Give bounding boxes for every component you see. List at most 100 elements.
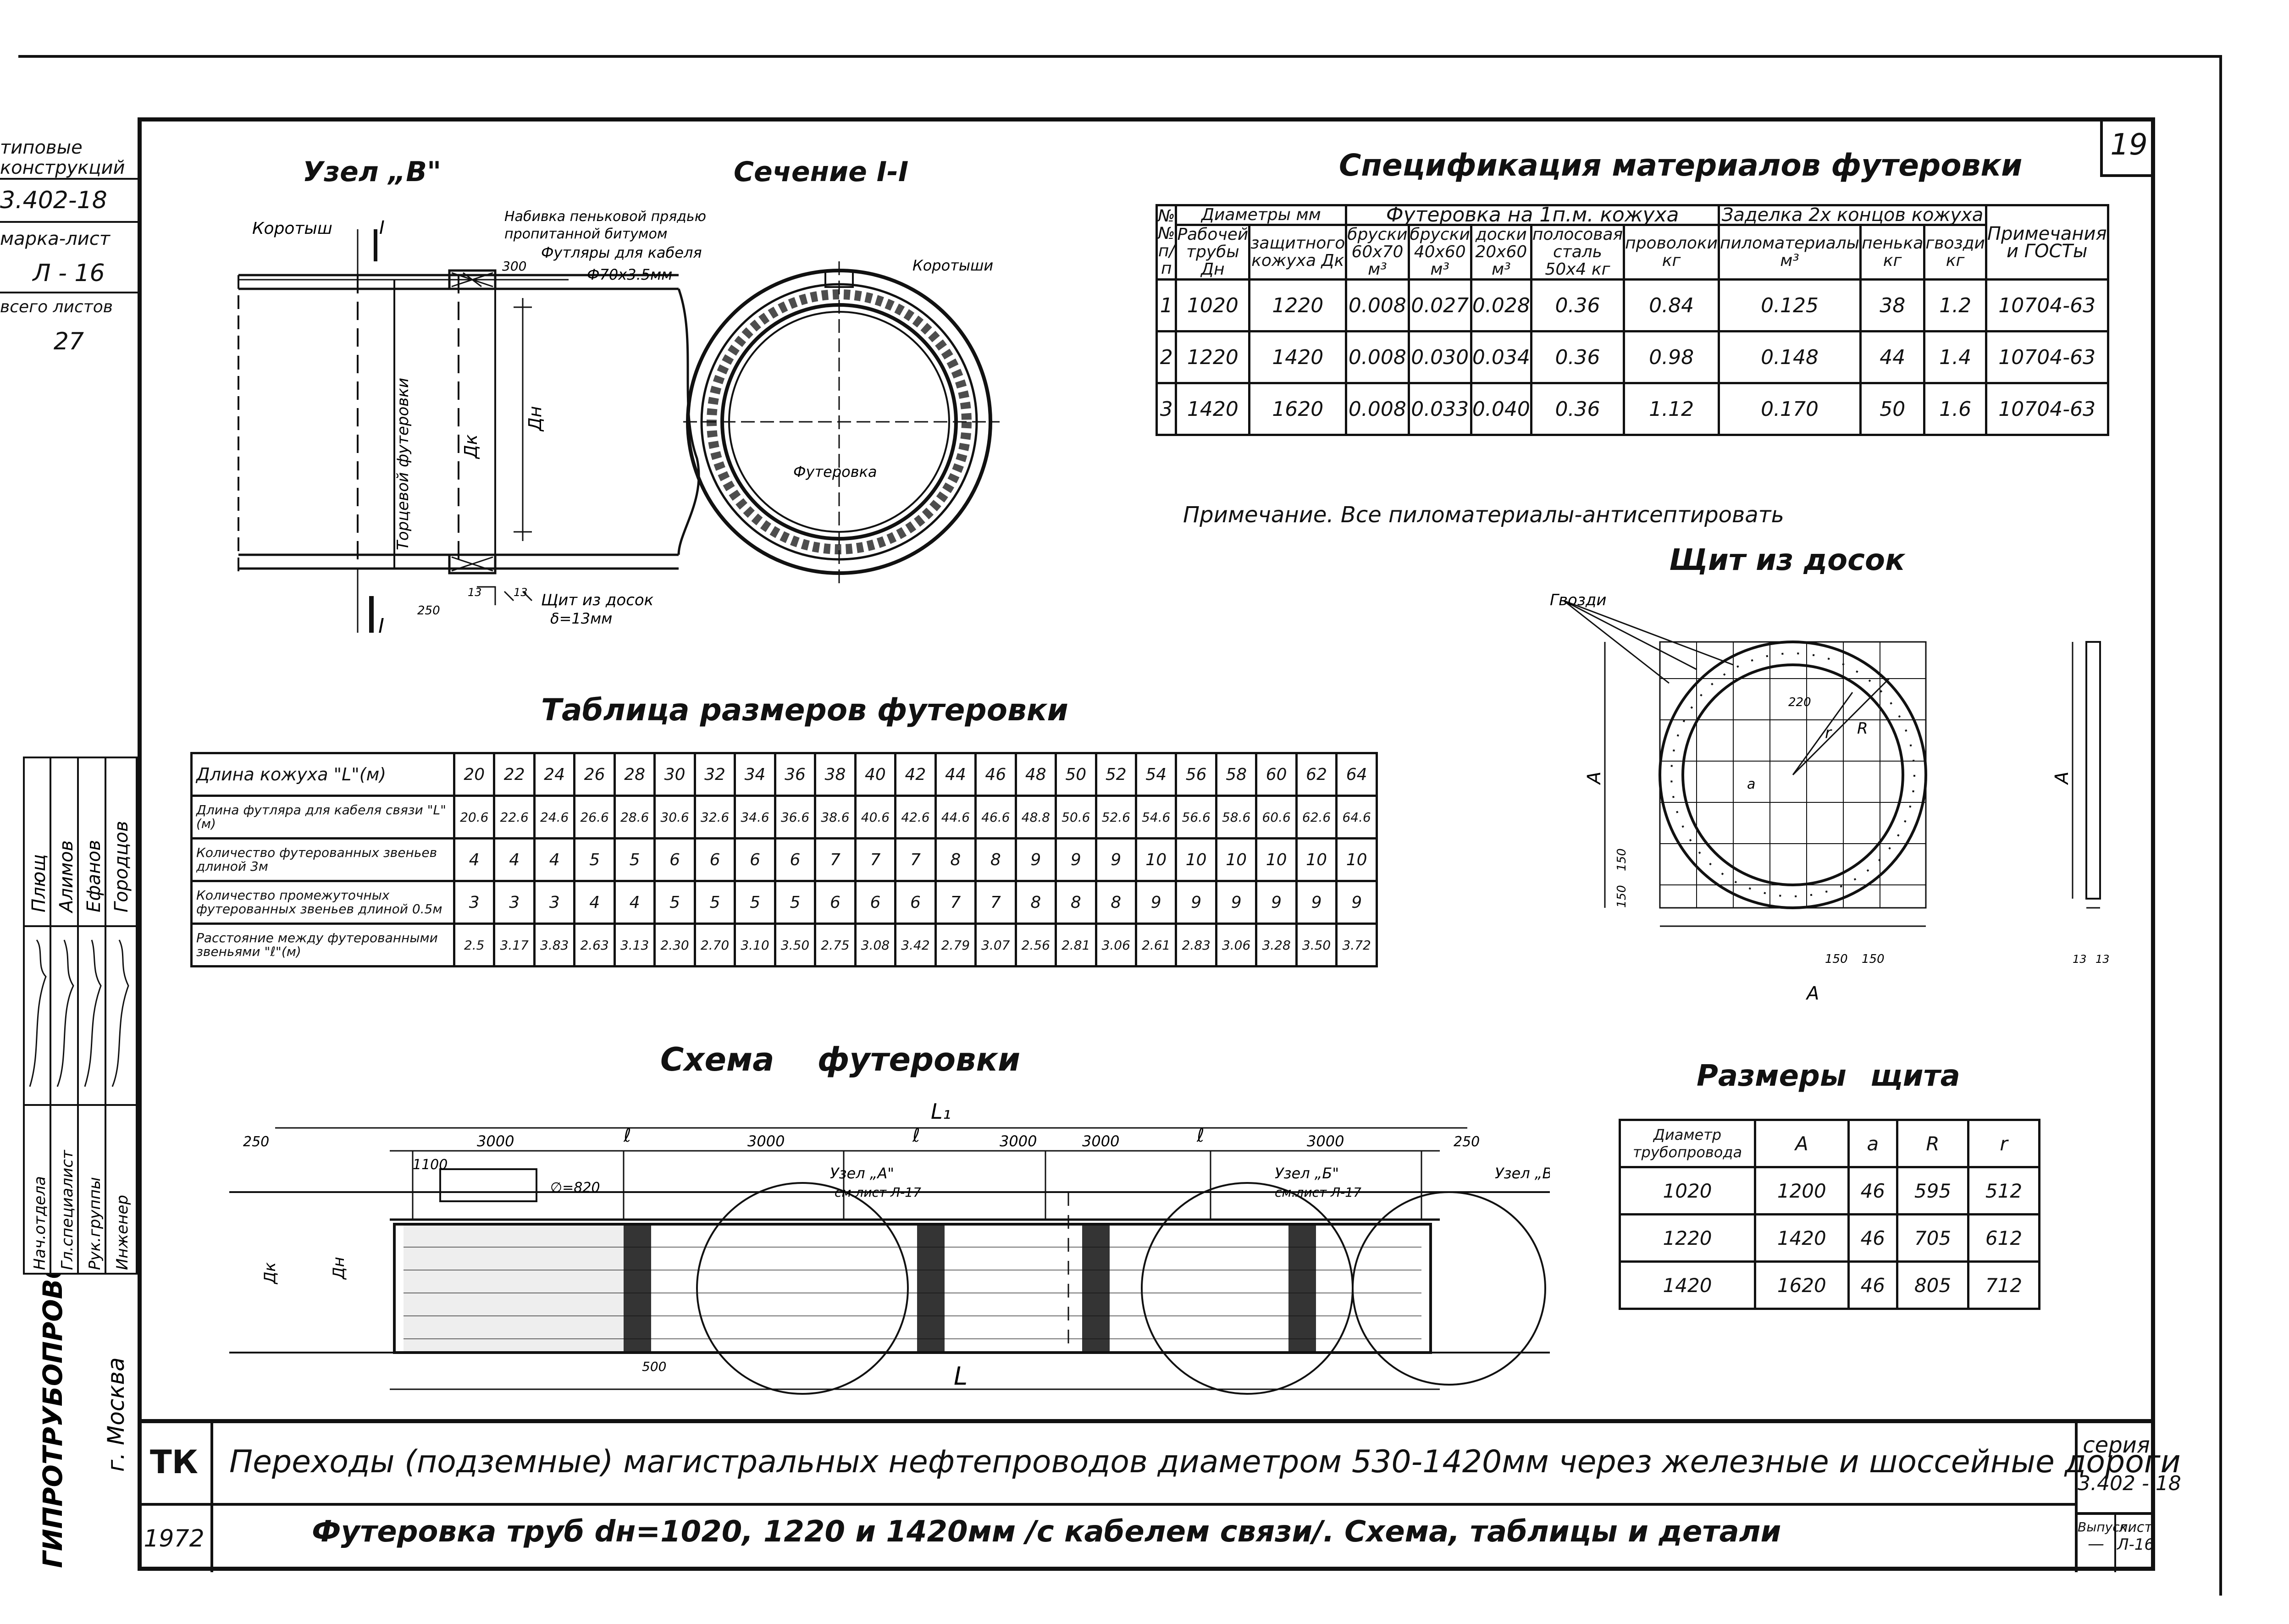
shield-head-diam: Диаметр трубопровода: [1619, 1119, 1756, 1168]
label-futerovka: Футеровка: [793, 463, 877, 481]
spec-table: №№ п/п Диаметры мм Футеровка на 1п.м. ко…: [1155, 204, 2109, 436]
sizes-cell: 9: [1055, 837, 1097, 882]
sizes-cell: 9: [1335, 880, 1378, 925]
sheet-label: лист: [2119, 1519, 2152, 1536]
dim-13b-side: 13: [2095, 953, 2110, 966]
sizes-cell: 10: [1215, 837, 1258, 882]
sizes-cell: 2.30: [653, 922, 696, 967]
scheme-dim-2: 3000: [477, 1132, 514, 1150]
sizes-cell: 46: [974, 752, 1017, 797]
spec-cell: 1220: [1248, 278, 1348, 332]
sizes-cell: 36: [774, 752, 817, 797]
label-uzel-v: Узел „В": [1495, 1165, 1550, 1182]
sizes-cell: 10: [1295, 837, 1338, 882]
dim-150a: 150: [1615, 885, 1629, 908]
name-4: Городцов: [111, 821, 132, 912]
sizes-cell: 7: [854, 837, 897, 882]
sizes-cell: 48.8: [1014, 795, 1057, 840]
spec-cell: 0.028: [1470, 278, 1532, 332]
spec-cell: 0.008: [1345, 382, 1410, 436]
sizes-row: Длина футляра для кабеля связи "L"(м)20.…: [190, 795, 1378, 840]
dim-220: 220: [1788, 696, 1811, 709]
sizes-cell: 9: [1134, 880, 1178, 925]
role-2: Гл.специалист: [58, 1149, 77, 1270]
sizes-cell: 28: [613, 752, 656, 797]
label-dk: Дк: [461, 434, 481, 459]
sizes-cell: 62: [1295, 752, 1338, 797]
stamp-row-6: всего листов: [0, 298, 113, 316]
shield-cell: 595: [1896, 1166, 1969, 1215]
tk-label: ТК: [150, 1443, 198, 1481]
label-uzel-a: Узел „А": [830, 1165, 894, 1182]
org-block: ГИПРОТРУБОПРОВОД г. Москва: [37, 1275, 129, 1568]
sizes-cell: 42.6: [894, 795, 937, 840]
sizes-cell: 4: [573, 880, 616, 925]
sizes-cell: 3.07: [974, 922, 1017, 967]
role-3: Рук.группы: [86, 1177, 104, 1270]
spec-cell: 0.98: [1623, 330, 1720, 384]
sizes-cell: 8: [1095, 880, 1137, 925]
sizes-cell: 7: [894, 837, 937, 882]
spec-cell: 50: [1859, 382, 1926, 436]
spec-sub-9: пенька кг: [1859, 224, 1926, 281]
spec-cell: 10704-63: [1985, 330, 2109, 384]
sizes-cell: 8: [974, 837, 1017, 882]
sizes-cell: 60.6: [1255, 795, 1298, 840]
sizes-cell: 3.08: [854, 922, 897, 967]
scheme-dim-10: 250: [1454, 1134, 1480, 1150]
sizes-cell: 20.6: [453, 795, 496, 840]
sizes-cell: 64: [1335, 752, 1378, 797]
scheme-dim-6: 3000: [1000, 1132, 1037, 1150]
spec-cell: 1.4: [1923, 330, 1987, 384]
dim-150c: 150: [1825, 952, 1848, 966]
sizes-cell: 30: [653, 752, 696, 797]
stamp-row-5: Л - 16: [0, 255, 138, 293]
label-uzel-a-ref: см.лист Л-17: [835, 1185, 921, 1200]
left-stamp: типовые конструкций 3.402-18 марка-лист …: [0, 138, 138, 362]
signature-block: Нач.отдела Гл.специалист Рук.группы Инже…: [23, 757, 138, 1275]
sizes-cell: 58: [1215, 752, 1258, 797]
spec-cell: 0.008: [1345, 278, 1410, 332]
label-dn: Дн: [525, 406, 545, 432]
dim-820: ∅=820: [550, 1180, 600, 1196]
sizes-cell: 9: [1255, 880, 1298, 925]
spec-title: Спецификация материалов футеровки: [1339, 148, 2023, 183]
sizes-cell: 40.6: [854, 795, 897, 840]
spec-cell: 0.027: [1407, 278, 1472, 332]
sizes-row-label: Расстояние между футерованными звеньями …: [190, 922, 455, 967]
sizes-row-label: Количество футерованных звеньев длиной 3…: [190, 837, 455, 882]
scheme-dim-4: 3000: [747, 1132, 785, 1150]
series-cell: серия 3.402 - 18: [2075, 1423, 2181, 1515]
sizes-cell: 8: [1055, 880, 1097, 925]
sizes-cell: 4: [453, 837, 496, 882]
shield-drawing: Гвозди 220 r R a A A A 150 150 150 150 1…: [1550, 591, 2110, 1004]
sizes-cell: 56: [1175, 752, 1217, 797]
label-uzel-b: Узел „Б": [1275, 1165, 1339, 1182]
shield-cell: 1620: [1754, 1260, 1850, 1310]
sizes-cell: 62.6: [1295, 795, 1338, 840]
sizes-cell: 30.6: [653, 795, 696, 840]
org-city: г. Москва: [103, 1357, 129, 1472]
label-shield-thk: δ=13мм: [550, 610, 612, 627]
sizes-cell: 38: [814, 752, 857, 797]
scheme-dim-5: ℓ: [912, 1125, 920, 1146]
stamp-row-7: 27: [53, 328, 84, 355]
scheme-dim-9: 3000: [1307, 1132, 1344, 1150]
spec-cell: 0.033: [1407, 382, 1472, 436]
label-A-bottom: A: [1805, 983, 1819, 1004]
shield-cell: 612: [1967, 1213, 2041, 1263]
sizes-cell: 2.81: [1055, 922, 1097, 967]
spec-sub-10: гвозди кг: [1923, 224, 1987, 281]
year-cell: 1972: [138, 1506, 213, 1572]
sizes-cell: 28.6: [613, 795, 656, 840]
sheet-number-box: 19: [2100, 117, 2155, 177]
shield-title: Щит из досок: [1669, 543, 1905, 577]
sizes-cell: 2.83: [1175, 922, 1217, 967]
sizes-cell: 44.6: [934, 795, 977, 840]
sizes-row-label: Длина кожуха "L"(м): [190, 752, 455, 797]
